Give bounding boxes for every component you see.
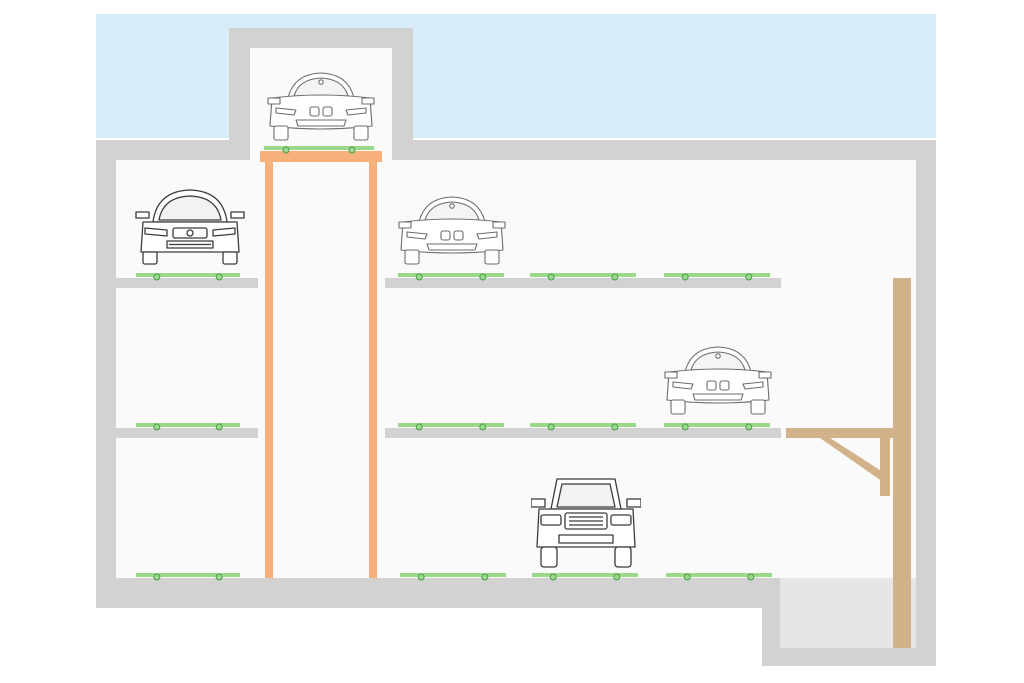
slab-left-middle bbox=[116, 428, 258, 438]
slab-left-upper bbox=[116, 278, 258, 288]
pallet-roller-icon bbox=[745, 273, 753, 281]
sky-background bbox=[96, 14, 936, 138]
lift-platform bbox=[260, 151, 382, 162]
pallet-bar bbox=[530, 423, 636, 427]
pallet-bar bbox=[136, 273, 240, 277]
pallet-bar bbox=[400, 573, 506, 577]
bracket-drop bbox=[880, 428, 890, 496]
pallet-roller-icon bbox=[747, 573, 755, 581]
pallet-roller-icon bbox=[549, 573, 557, 581]
pallet-roller-icon bbox=[611, 423, 619, 431]
pallet-bar bbox=[398, 273, 504, 277]
pallet bbox=[398, 423, 504, 431]
pallet-bar bbox=[666, 573, 772, 577]
pallet-roller-icon bbox=[479, 423, 487, 431]
pallet-roller-icon bbox=[611, 273, 619, 281]
pallet-bar bbox=[398, 423, 504, 427]
pallet-roller-icon bbox=[683, 573, 691, 581]
pallet bbox=[532, 573, 638, 581]
pallet bbox=[664, 273, 770, 281]
pallet bbox=[398, 273, 504, 281]
pallet-bar bbox=[664, 423, 770, 427]
pallet-bar bbox=[664, 273, 770, 277]
pallet-roller-icon bbox=[153, 273, 161, 281]
floor-slabs bbox=[116, 278, 781, 438]
pallet-roller-icon bbox=[415, 423, 423, 431]
pallet bbox=[530, 423, 636, 431]
pallet-bar bbox=[136, 423, 240, 427]
pallet-roller-icon bbox=[745, 423, 753, 431]
building-interior bbox=[116, 160, 916, 578]
pallet-roller-icon bbox=[153, 573, 161, 581]
pallet bbox=[136, 273, 240, 281]
slab-right-upper bbox=[385, 278, 781, 288]
pallet bbox=[666, 573, 772, 581]
slab-right-middle bbox=[385, 428, 781, 438]
pallet bbox=[136, 423, 240, 431]
pallet-bar bbox=[264, 146, 374, 150]
pallet-roller-icon bbox=[215, 273, 223, 281]
lift-rail-right bbox=[369, 162, 377, 578]
pallet bbox=[664, 423, 770, 431]
pallet-roller-icon bbox=[417, 573, 425, 581]
pallet-roller-icon bbox=[479, 273, 487, 281]
pallet-bar bbox=[530, 273, 636, 277]
bracket-post bbox=[893, 278, 911, 648]
pallet-roller-icon bbox=[547, 423, 555, 431]
pallet-roller-icon bbox=[215, 423, 223, 431]
pallet bbox=[530, 273, 636, 281]
pallet-roller-icon bbox=[681, 273, 689, 281]
pallet-roller-icon bbox=[282, 146, 290, 154]
pallets bbox=[136, 146, 772, 581]
lift-rail-left bbox=[265, 162, 273, 578]
pallet-roller-icon bbox=[547, 273, 555, 281]
pallet-bar bbox=[136, 573, 240, 577]
bracket-arm bbox=[786, 428, 894, 438]
pallet-roller-icon bbox=[215, 573, 223, 581]
pallet bbox=[264, 146, 374, 154]
pallet-roller-icon bbox=[415, 273, 423, 281]
bracket-brace bbox=[820, 438, 883, 482]
pallet-bar bbox=[532, 573, 638, 577]
pallet-roller-icon bbox=[681, 423, 689, 431]
pallet-roller-icon bbox=[613, 573, 621, 581]
pallet-roller-icon bbox=[481, 573, 489, 581]
pallet-roller-icon bbox=[348, 146, 356, 154]
side-bracket bbox=[786, 278, 911, 648]
lift-shaft bbox=[260, 151, 382, 578]
pallet-roller-icon bbox=[153, 423, 161, 431]
pallet bbox=[136, 573, 240, 581]
pallet bbox=[400, 573, 506, 581]
